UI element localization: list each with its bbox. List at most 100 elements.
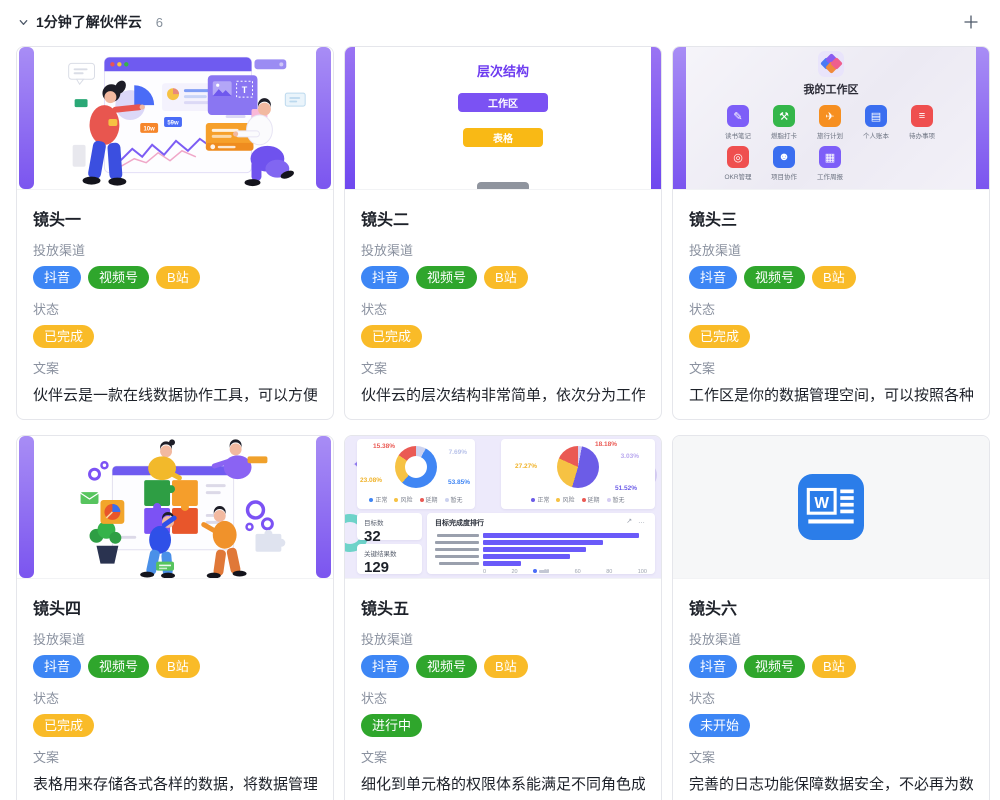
illustration-man xyxy=(233,98,294,187)
record-card-5[interactable]: ✦ 15.38% 7.69% 53.85% 23.08% 正常 风险 延期 暂无 xyxy=(344,435,662,800)
stat-value: 129 xyxy=(364,559,390,576)
bar-chart-card: 目标完成度排行 ↗ … 020406080100 xyxy=(427,513,655,575)
add-record-button[interactable] xyxy=(960,11,982,33)
app-grid: ✎ 读书笔记 ⚒ 燃脂打卡 ✈ 旅行计划 ▤个人账本 ≡ 待办事项 ◎ OKR管理 ☻ 项目… xyxy=(715,105,947,187)
hierarchy-title: 层次结构 xyxy=(476,64,529,79)
tag-shipinhao: 视频号 xyxy=(744,266,806,289)
puzzle-teamwork-illustration xyxy=(80,439,286,578)
field-label-channel: 投放渠道 xyxy=(33,632,86,647)
workspace-title: 我的工作区 xyxy=(803,84,859,96)
tag-shipinhao: 视频号 xyxy=(88,266,150,289)
app-fitness-checkin: ⚒ 燃脂打卡 xyxy=(761,105,807,140)
svg-text:59w: 59w xyxy=(167,120,179,126)
app-label: 待办事项 xyxy=(909,133,935,140)
card-title: 镜头五 xyxy=(361,601,410,618)
metric-tag-blue: 59w xyxy=(164,117,182,127)
bar-chart-title: 目标完成度排行 xyxy=(435,520,484,527)
tag-douyin: 抖音 xyxy=(361,655,410,678)
pie-chart-card: 18.18% 3.03% 51.52% 27.27% 正常 风险 延期 暂无 xyxy=(501,439,655,509)
target-icon: ◎ xyxy=(727,146,749,168)
app-label: 工作周报 xyxy=(817,174,843,181)
people-icon: ☻ xyxy=(773,146,795,168)
cover-right-pillar xyxy=(316,47,331,189)
pct-label: 51.52% xyxy=(614,485,637,492)
pct-label: 18.18% xyxy=(594,441,617,448)
copy-text: 工作区是你的数据管理空间，可以按照各种... xyxy=(689,387,973,404)
bar-legend xyxy=(533,569,549,573)
donut-chart-card: 15.38% 7.69% 53.85% 23.08% 正常 风险 延期 暂无 xyxy=(357,439,475,509)
tag-douyin: 抖音 xyxy=(689,655,738,678)
tag-douyin: 抖音 xyxy=(689,266,738,289)
gray-puzzle-bg xyxy=(255,529,286,552)
field-label-channel: 投放渠道 xyxy=(689,632,742,647)
app-weekly-report: ▦ 工作周报 xyxy=(807,146,853,181)
field-label-copy: 文案 xyxy=(361,361,388,376)
stat-card-goals: 目标数 32 xyxy=(357,513,422,545)
app-label: 项目协作 xyxy=(771,174,797,181)
copy-text: 完善的日志功能保障数据安全，不必再为数... xyxy=(689,776,973,793)
orange-card xyxy=(205,122,254,151)
field-label-channel: 投放渠道 xyxy=(689,243,742,258)
record-card-2[interactable]: 层次结构 工作区 表格 镜头二 投放渠道 抖音 视频号 B站 状态 已完成 文案… xyxy=(344,46,662,420)
app-label: OKR管理 xyxy=(724,174,752,181)
stat-value: 32 xyxy=(364,528,381,545)
chart-legend: 正常 风险 延期 暂无 xyxy=(501,495,655,504)
app-project-collab: ☻ 项目协作 xyxy=(761,146,807,181)
cover-left-pillar xyxy=(19,436,34,578)
card-title: 镜头二 xyxy=(361,212,410,229)
app-book-notes: ✎ 读书笔记 xyxy=(715,105,761,140)
collapse-chevron-icon[interactable] xyxy=(16,15,30,29)
workspace-button: 工作区 xyxy=(458,93,548,112)
export-more-icons: ↗ … xyxy=(626,518,647,525)
sparkle-decoration: ✦ xyxy=(353,460,360,469)
stat-card-key-results: 关键结果数 129 xyxy=(357,544,422,576)
cover-left-pillar xyxy=(673,47,686,189)
card-grid: 10w 59w T xyxy=(0,44,1000,800)
copy-text: 表格用来存储各式各样的数据，将数据管理... xyxy=(33,776,317,793)
record-card-1[interactable]: 10w 59w T xyxy=(16,46,334,420)
speech-bubble-right xyxy=(284,92,306,107)
pct-label: 15.38% xyxy=(373,443,396,450)
tag-shipinhao: 视频号 xyxy=(416,266,478,289)
field-label-channel: 投放渠道 xyxy=(361,243,414,258)
dumbbell-icon: ⚒ xyxy=(773,105,795,127)
view-bar-partial xyxy=(477,182,529,189)
field-label-copy: 文案 xyxy=(689,750,716,765)
plane-icon: ✈ xyxy=(819,105,841,127)
app-okr: ◎ OKR管理 xyxy=(715,146,761,181)
card-title: 镜头四 xyxy=(33,601,82,618)
status-pie-chart xyxy=(557,446,599,488)
field-label-status: 状态 xyxy=(33,691,60,706)
tag-bilibili: B站 xyxy=(812,655,856,678)
tag-shipinhao: 视频号 xyxy=(416,655,478,678)
tag-shipinhao: 视频号 xyxy=(88,655,150,678)
list-icon: ≡ xyxy=(911,105,933,127)
app-label: 燃脂打卡 xyxy=(771,133,797,140)
app-label: 旅行计划 xyxy=(817,133,843,140)
record-card-4[interactable]: 镜头四 投放渠道 抖音 视频号 B站 状态 已完成 文案 表格用来存储各式各样的… xyxy=(16,435,334,800)
tag-bilibili: B站 xyxy=(484,266,528,289)
stat-label: 关键结果数 xyxy=(364,551,397,558)
record-card-6[interactable]: W 镜头六 投放渠道 抖音 视频号 B站 状态 未开始 文案 xyxy=(672,435,990,800)
field-label-copy: 文案 xyxy=(33,361,60,376)
app-personal-ledger: ▤个人账本 xyxy=(853,105,899,140)
metric-tag-orange: 10w xyxy=(140,122,159,133)
status-badge: 已完成 xyxy=(689,325,751,348)
field-label-status: 状态 xyxy=(361,691,388,706)
pct-label: 27.27% xyxy=(515,463,538,470)
field-label-status: 状态 xyxy=(361,302,388,317)
channel-tags: 抖音 视频号 B站 xyxy=(33,266,317,289)
pct-label: 53.85% xyxy=(447,479,470,486)
tag-douyin: 抖音 xyxy=(33,266,82,289)
memo-icon: ✎ xyxy=(727,105,749,127)
field-label-copy: 文案 xyxy=(361,750,388,765)
calendar-icon: ▦ xyxy=(819,146,841,168)
field-label-status: 状态 xyxy=(689,302,716,317)
table-button: 表格 xyxy=(463,128,543,147)
card2-cover-hierarchy: 层次结构 工作区 表格 xyxy=(345,47,661,189)
status-badge: 已完成 xyxy=(33,714,95,737)
app-label: 个人账本 xyxy=(863,133,889,140)
record-card-3[interactable]: 我的工作区 ✎ 读书笔记 ⚒ 燃脂打卡 ✈ 旅行计划 ▤个人账本 ≡ 待办事项 ◎ OKR… xyxy=(672,46,990,420)
chart-legend: 正常 风险 延期 暂无 xyxy=(357,495,475,504)
app-label: 读书笔记 xyxy=(725,133,751,140)
